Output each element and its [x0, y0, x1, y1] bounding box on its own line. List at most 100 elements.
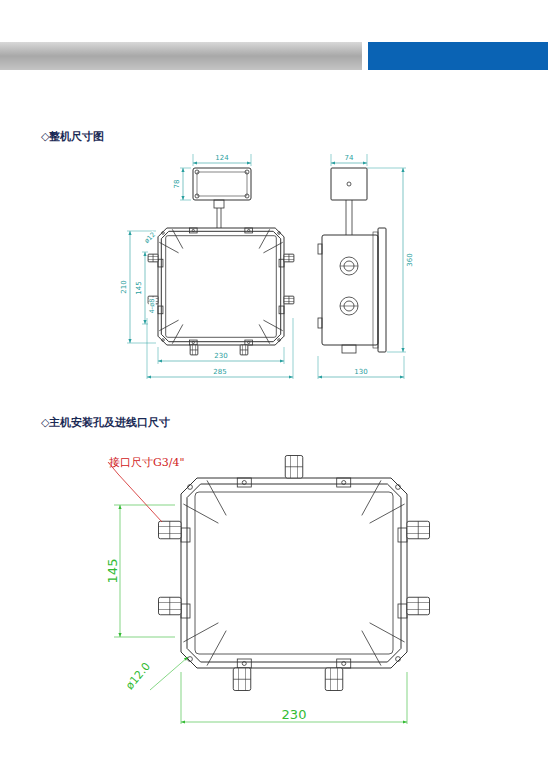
dim-arrow [181, 196, 184, 200]
dimension: 230 [281, 708, 308, 721]
tab-hole [192, 229, 194, 231]
dimension-line [130, 231, 131, 343]
extension-line [114, 637, 175, 638]
gland-nut [195, 345, 196, 355]
leader-line [150, 657, 188, 690]
gland-face [340, 266, 358, 267]
frame-tab [279, 306, 284, 314]
corner-brace [362, 480, 381, 515]
frame-outline [187, 484, 401, 662]
extension-line [367, 168, 406, 169]
frame-outline [158, 228, 284, 345]
mounting-hole [162, 232, 165, 235]
gland-body [285, 456, 303, 479]
dim-arrow [363, 161, 367, 164]
frame-tab [158, 306, 163, 314]
dimension: 210 [121, 279, 128, 294]
gland-body [325, 668, 343, 691]
gasket [373, 232, 378, 348]
frame-tab [337, 659, 351, 668]
corner-brace [172, 229, 183, 248]
gland-nut [240, 349, 248, 350]
mounting-hole [188, 657, 193, 662]
gland-face [340, 306, 358, 307]
dim-arrow [143, 252, 146, 256]
dimension: 360 [407, 252, 414, 267]
frame-tab [237, 478, 251, 487]
corner-brace [159, 320, 178, 331]
tab-hole [248, 341, 250, 343]
tab-hole [342, 481, 346, 485]
gland-body [190, 345, 198, 355]
screw [195, 170, 199, 174]
frame-tab [279, 259, 284, 267]
dimension-line [183, 168, 184, 200]
mounting-hole [396, 657, 401, 662]
screw [245, 194, 249, 198]
gland-nut [407, 526, 430, 527]
dim-arrow [118, 633, 121, 637]
conduit [217, 208, 218, 228]
dimension-line [331, 163, 367, 164]
extension-line [181, 672, 182, 724]
cable-gland [407, 597, 430, 615]
frame-tab [337, 478, 351, 487]
extension-line [180, 168, 191, 169]
gland-nut [407, 533, 430, 534]
gland-nut [148, 259, 158, 260]
corner-brace [263, 242, 282, 253]
dim-arrow [128, 231, 131, 235]
extension-line [147, 318, 148, 379]
mounting-hole [162, 339, 165, 342]
gland-body [407, 597, 430, 615]
gland-nut [192, 345, 193, 355]
cable-gland [159, 597, 182, 615]
gland-nut [284, 256, 294, 257]
gland-nut [245, 668, 246, 691]
gland-nut [169, 521, 170, 539]
corner-brace [172, 324, 183, 343]
dimension: 230 [213, 353, 228, 360]
gland-body [284, 296, 294, 304]
corner-brace [362, 631, 381, 666]
enclosure-frame [181, 478, 407, 668]
dimension-line [147, 377, 293, 378]
dim-arrow [118, 505, 121, 509]
frame-tab [181, 528, 190, 542]
gland-nut [284, 298, 294, 299]
extension-line [293, 318, 294, 379]
frame-tab [189, 340, 197, 345]
frame-tab [158, 259, 163, 267]
gland-nut [297, 456, 298, 479]
side-lug [318, 318, 322, 328]
conduit [221, 208, 222, 228]
dim-arrow [181, 720, 185, 723]
gland-body [240, 345, 248, 355]
screw [195, 194, 199, 198]
frame-tab [245, 228, 253, 233]
body-side [322, 235, 378, 345]
gland-nut [233, 679, 251, 680]
dim-arrow [143, 320, 146, 324]
extension-line [114, 505, 175, 506]
frame-tab [181, 604, 190, 618]
frame-tab [189, 228, 197, 233]
gland-nut [325, 679, 343, 680]
dim-arrow [403, 720, 407, 723]
section-heading: ◇整机尺寸图 [41, 131, 104, 142]
cable-gland [407, 521, 430, 539]
cable-gland [148, 254, 158, 262]
extension-line [127, 343, 156, 344]
corner-brace [259, 229, 270, 248]
cable-gland [190, 345, 198, 355]
frame-tab [245, 340, 253, 345]
gland-nut [288, 254, 289, 262]
gland-nut [284, 301, 294, 302]
dimension: 124 [214, 155, 229, 162]
conduit [352, 200, 353, 235]
gland-nut [285, 466, 303, 467]
callout-leader [118, 474, 162, 522]
gland-nut [159, 526, 182, 527]
